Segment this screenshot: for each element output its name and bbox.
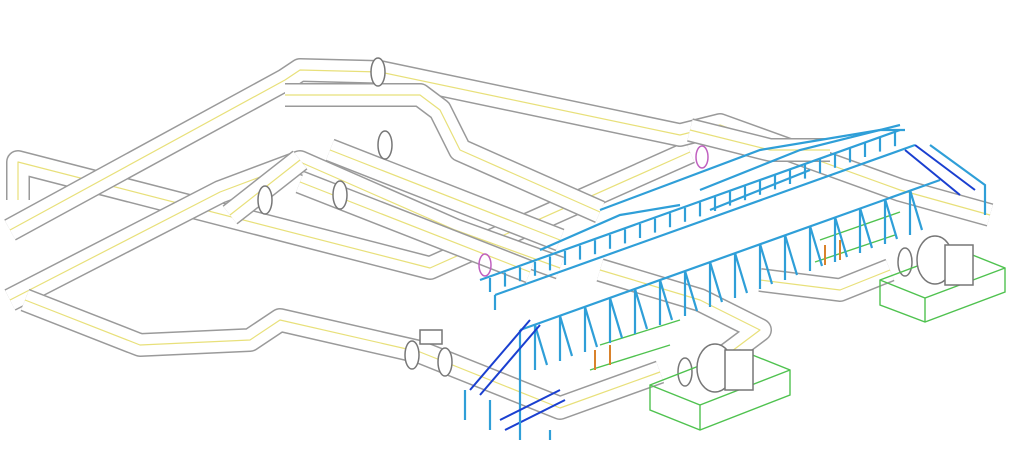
pipe-rack-structure [479, 123, 987, 420]
flange [370, 57, 386, 87]
valve [594, 345, 611, 370]
valve-actuator [419, 329, 443, 345]
steel-column [683, 270, 699, 316]
flanges [257, 57, 913, 387]
pipe-network [4, 58, 994, 420]
flange [437, 347, 453, 377]
steel-beam [929, 144, 987, 215]
pipe-run [759, 269, 891, 291]
flange [695, 145, 709, 169]
steel-column [708, 261, 724, 307]
steel-column [808, 225, 824, 271]
pipe-run [9, 69, 991, 231]
stair-tower-2 [904, 144, 976, 196]
steel-beam [493, 295, 522, 420]
pump-piping [589, 319, 681, 371]
pipe-run [599, 269, 761, 361]
motor [944, 244, 974, 286]
stair-stringer [904, 144, 976, 196]
flange [404, 340, 420, 370]
steel-column [533, 324, 549, 370]
steel-column [583, 306, 599, 352]
motor [724, 349, 754, 391]
steel-column [758, 243, 774, 289]
steel-column [783, 234, 799, 280]
flange [257, 185, 273, 215]
pipe-run [17, 151, 691, 269]
equipment-pump-2 [814, 211, 1006, 323]
steel-column [633, 288, 649, 334]
steel-column [883, 198, 899, 244]
pipe-run [285, 94, 601, 213]
pipe-run [21, 290, 664, 419]
pipe-run [329, 149, 561, 241]
steel-beam [479, 128, 941, 332]
steel-column [608, 297, 624, 343]
steel-column [658, 279, 674, 325]
pipe-run [20, 288, 665, 420]
steel-column [558, 315, 574, 361]
valve [824, 240, 841, 265]
pipe-run [758, 260, 894, 301]
pipe-run [24, 299, 661, 409]
flange [332, 180, 348, 210]
flange [478, 253, 492, 277]
stair-post [463, 390, 552, 440]
stair-tower-1 [463, 319, 566, 440]
steel-column [733, 252, 749, 298]
pipe-run [689, 129, 830, 151]
flange [377, 130, 393, 160]
equipment-pump-1 [589, 319, 791, 431]
steel-beam [539, 128, 905, 252]
stair-stringer [469, 319, 566, 431]
steel-column [858, 207, 874, 253]
steel-column [908, 189, 924, 235]
steel-column [833, 216, 849, 262]
